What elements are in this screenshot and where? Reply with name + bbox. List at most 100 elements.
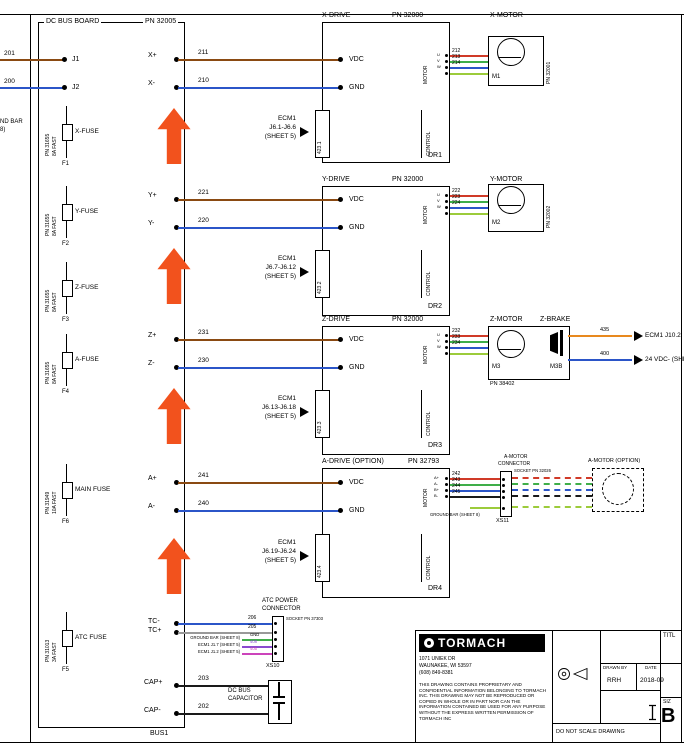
x-gnd-label: GND: [349, 84, 365, 91]
wire-435-destination: ECM1 J10.2: [645, 332, 681, 339]
x-drive-name: X-DRIVE: [322, 12, 351, 19]
wire-214: [450, 67, 488, 69]
wire-200-number: 200: [4, 78, 15, 85]
wire-233-number: 233: [452, 334, 461, 340]
z-drive-box: [322, 326, 450, 455]
titleblock-row-line-4: [660, 697, 682, 698]
y-motor-circle: [497, 186, 525, 214]
fuse-z-rating: 8A FAST: [52, 292, 58, 312]
y-neg-terminal-label: Y-: [148, 220, 155, 227]
a-control-word: CONTROL: [426, 555, 432, 580]
tormach-gear-icon: [424, 638, 434, 648]
titleblock-divider-1: [552, 630, 553, 742]
bus1-ref: BUS1: [150, 730, 169, 737]
fuse-z-ref: F3: [62, 317, 70, 323]
pin-dot: [274, 652, 277, 655]
titleblock-row-line-1: [600, 663, 682, 664]
wire-211: [178, 59, 340, 61]
a-connector-label-1: A-MOTOR: [504, 454, 528, 460]
a-drive-name: A-DRIVE (OPTION): [322, 458, 384, 465]
z-cable-tag: 423.3: [317, 421, 323, 434]
a-drive-box: [322, 468, 450, 598]
do-not-scale-note: DO NOT SCALE DRAWING: [556, 729, 625, 735]
third-angle-projection-icon: [558, 667, 588, 681]
z-pos-dot: [174, 337, 179, 342]
wire-400: [568, 359, 632, 361]
wire-221-number: 221: [198, 189, 209, 196]
fuse-a-rating: 8A FAST: [52, 364, 58, 384]
x-motor-pn: PN 32001: [546, 61, 552, 84]
x-cable-tag: 423.1: [317, 141, 323, 154]
y-motor-name: Y-MOTOR: [490, 176, 523, 183]
y-control-word: CONTROL: [426, 271, 432, 296]
pin-dot: [445, 495, 448, 498]
ecm-line: ECM1: [277, 255, 296, 262]
pin-dot: [502, 490, 505, 493]
titleblock-divider-2: [600, 630, 601, 723]
x-drive-ref: DR1: [428, 152, 443, 159]
x-drive-box: [322, 22, 450, 163]
a-ecm-ref: ECM1 J6.19-J6.24 (SHEET 5): [222, 538, 296, 565]
wire-210: [178, 87, 340, 89]
j2-terminal-dot: [62, 85, 67, 90]
y-cable-tag: 423.2: [317, 281, 323, 294]
wire-245: [450, 496, 500, 498]
wire-243-number: 243: [452, 477, 461, 483]
titleblock-divider-3: [636, 663, 637, 690]
wire-220: [178, 227, 340, 229]
wire-214-number: 214: [452, 60, 461, 66]
tc-minus-label: TC-: [148, 618, 160, 625]
z-motor-word: MOTOR: [423, 345, 429, 364]
x-pin-v: V: [437, 58, 440, 63]
wire-206: [178, 623, 272, 625]
wire-241: [178, 482, 340, 484]
wire-400-offpage-arrow-icon: [634, 355, 643, 365]
wire-223-number: 223: [452, 194, 461, 200]
fuse-a-ref: F4: [62, 389, 70, 395]
x-motor-circle: [497, 38, 525, 66]
z-brake-symbol: [550, 332, 558, 354]
y-motor-word: MOTOR: [423, 205, 429, 224]
fuse-z-name: Z-FUSE: [75, 284, 99, 291]
pin-dot: [445, 346, 448, 349]
wire-405-number: 405: [250, 646, 257, 651]
wire-203: [178, 685, 268, 687]
dashed-wire-245: [512, 495, 592, 497]
gnd-bar-note-line2: 8): [0, 127, 6, 133]
capacitor-lead-top: [278, 682, 280, 696]
x-neg-terminal-label: X-: [148, 80, 155, 87]
wire-210-number: 210: [198, 77, 209, 84]
x-motor-name: X-MOTOR: [490, 12, 523, 19]
j1-label: J1: [72, 56, 80, 63]
a-connector-box: [500, 471, 512, 517]
fuse-y-name: Y-FUSE: [75, 208, 99, 215]
y-motor-pn: PN 32002: [546, 205, 552, 228]
titleblock-row-line-2: [600, 690, 660, 691]
a-pos-terminal-label: A+: [148, 475, 157, 482]
pin-dot: [274, 638, 277, 641]
wire-222: [450, 195, 488, 197]
a-pin-aplus: A+: [434, 475, 440, 480]
pin-dot: [274, 622, 277, 625]
size-value: B: [661, 705, 676, 727]
z-pin-u: U: [437, 332, 440, 337]
gnd-bar-note-line1: ND BAR: [0, 119, 23, 125]
wire-220-number: 220: [198, 217, 209, 224]
dc-bus-board-title: DC BUS BOARD: [44, 18, 102, 25]
pin-dot: [502, 484, 505, 487]
y-vdc-dot: [338, 197, 343, 202]
z-drive-ref: DR3: [428, 442, 443, 449]
wire-211-number: 211: [198, 49, 209, 56]
x-pin-u: U: [437, 52, 440, 57]
titleblock-left-line: [415, 630, 416, 742]
z-neg-dot: [174, 365, 179, 370]
x-pos-dot: [174, 57, 179, 62]
ecm-line: (SHEET 5): [264, 413, 296, 420]
wire-205-number: 205: [248, 624, 257, 630]
z-cable-tag-box: [315, 390, 330, 438]
x-gnd-dot: [338, 85, 343, 90]
wire-202-number: 202: [198, 703, 209, 710]
a-neg-terminal-label: A-: [148, 503, 155, 510]
atc-note-ground-bar: GROUND BAR (SHEET 8): [190, 635, 240, 640]
a-pos-dot: [174, 480, 179, 485]
